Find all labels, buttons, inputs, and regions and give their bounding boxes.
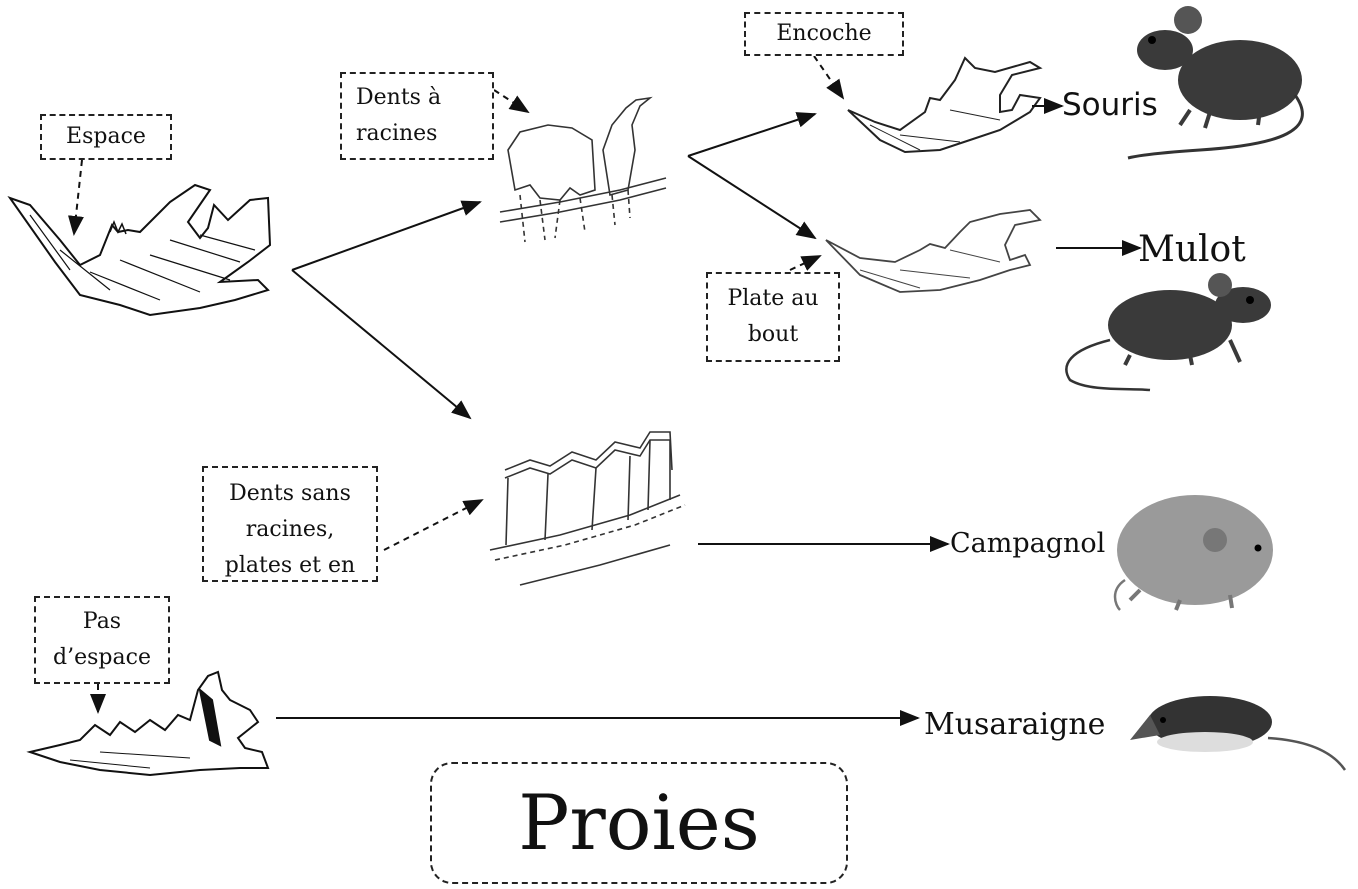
- label-plate-line2: bout: [747, 322, 799, 347]
- shrew-drawing: [1130, 696, 1347, 771]
- page-title: Proies: [518, 778, 760, 867]
- animal-musaraigne: Musaraigne: [924, 707, 1106, 742]
- label-dents-a-racines-line2: racines: [356, 121, 438, 146]
- label-dents-sans-racines: Dents sans racines, plates et en: [202, 466, 378, 582]
- animal-campagnol: Campagnol: [950, 528, 1106, 559]
- label-pas-espace: Pas d’espace: [34, 596, 170, 684]
- rodent-jaw-drawing: [7, 183, 272, 317]
- label-espace-text: Espace: [66, 124, 146, 149]
- label-encoche-text: Encoche: [776, 21, 872, 46]
- mouse-drawing: [1127, 6, 1304, 160]
- label-pas-espace-line1: Pas: [82, 609, 122, 634]
- vole-drawing: [1113, 495, 1273, 611]
- field-mouse-drawing: [1065, 273, 1271, 392]
- label-encoche: Encoche: [744, 12, 904, 56]
- field-mouse-jaw-drawing: [825, 209, 1042, 293]
- title-box: Proies: [430, 762, 848, 884]
- label-dents-a-racines: Dents à racines: [340, 72, 494, 160]
- animal-mulot: Mulot: [1138, 229, 1246, 270]
- rootless-teeth-drawing: [489, 431, 686, 586]
- pointer-arrows: [67, 55, 845, 714]
- branch-arrows: [276, 98, 1142, 726]
- label-plate-au-bout: Plate au bout: [706, 272, 840, 362]
- animal-souris: Souris: [1062, 87, 1158, 123]
- label-espace: Espace: [40, 114, 172, 160]
- label-sans-racines-line1: Dents sans: [229, 481, 351, 506]
- label-pas-espace-line2: d’espace: [53, 645, 151, 670]
- label-dents-a-racines-line1: Dents à: [356, 85, 442, 110]
- label-sans-racines-line3: plates et en: [224, 553, 356, 578]
- shrew-jaw-drawing: [26, 670, 270, 777]
- rooted-teeth-drawing: [499, 96, 667, 243]
- label-plate-line1: Plate au: [727, 286, 819, 311]
- mouse-jaw-drawing: [847, 56, 1043, 154]
- label-sans-racines-line2: racines,: [245, 517, 335, 542]
